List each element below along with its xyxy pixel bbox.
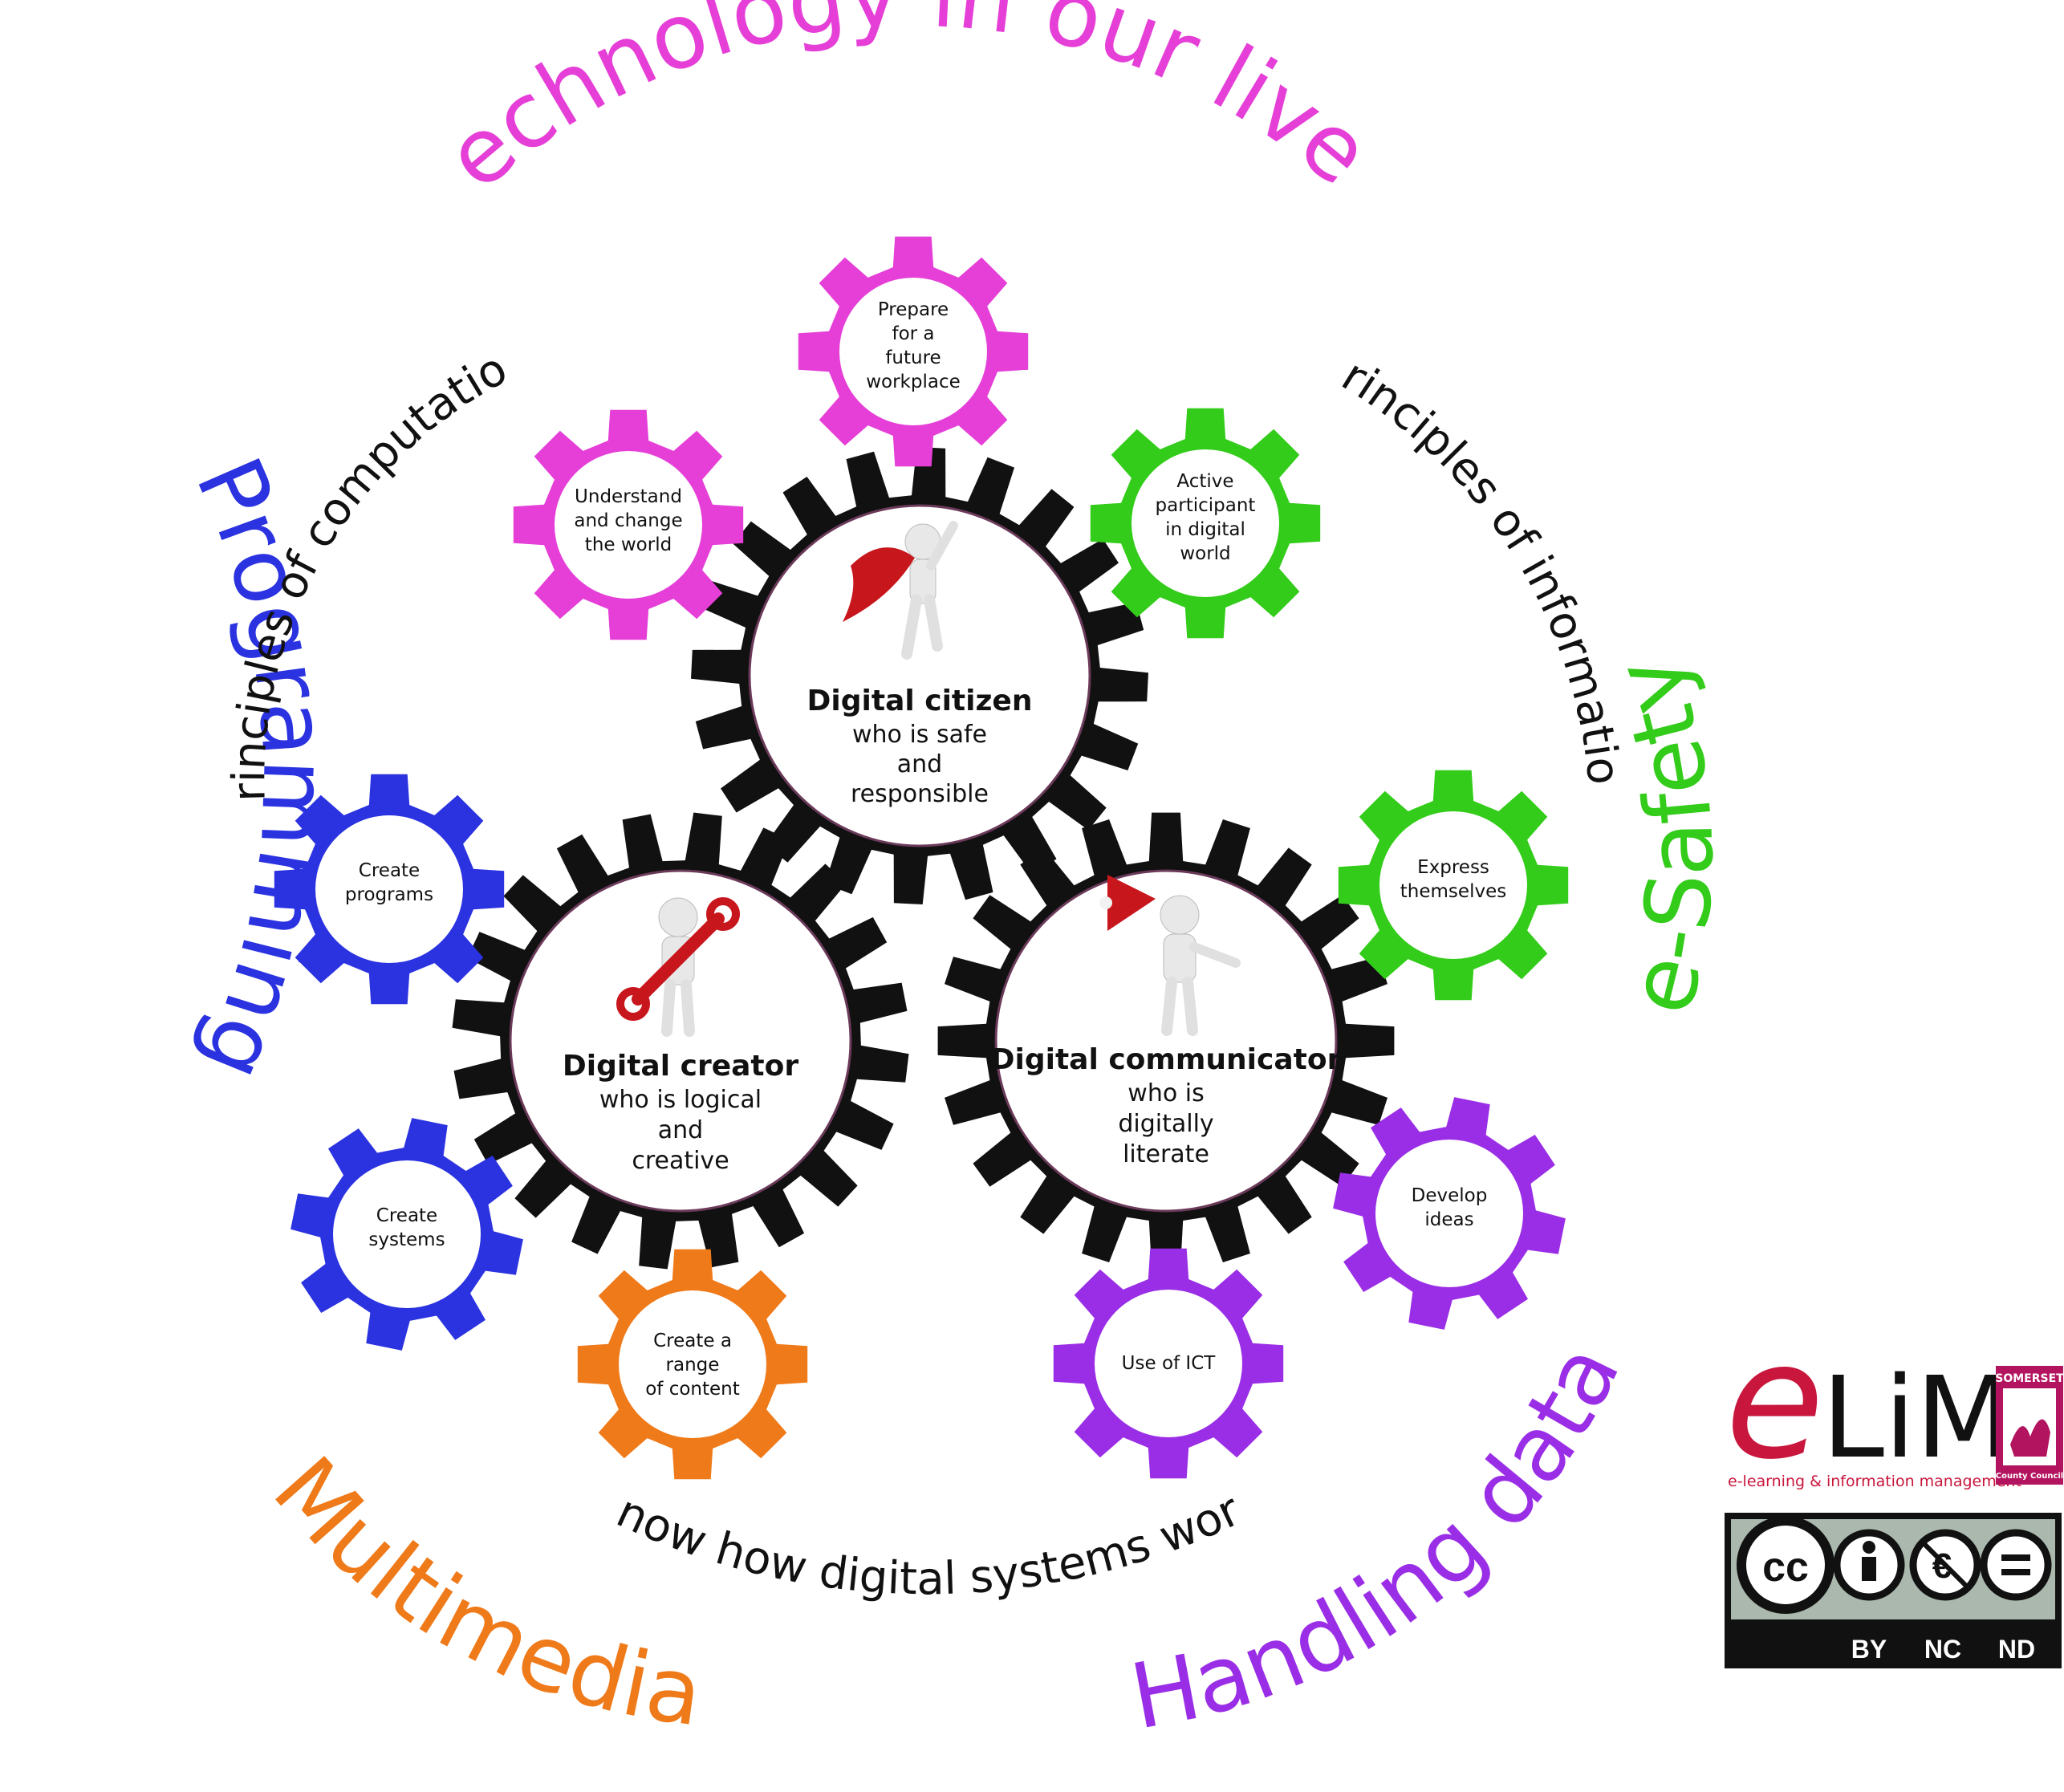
prepare-line-2: for a [892, 323, 934, 344]
central-gear-creator-hub [509, 869, 852, 1213]
heading-multimedia: Multimedia [254, 1438, 709, 1747]
understand-line-3: the world [585, 534, 672, 555]
citizen-line-1: who is safe [852, 721, 987, 749]
elim-logo-tagline: e-learning & information management [1728, 1473, 2021, 1490]
gear-create-systems-hub [333, 1160, 481, 1308]
central-gear-communicator-text: Digital communicator who is digitally li… [991, 1043, 1342, 1168]
somerset-crest: SOMERSET County Council [1995, 1366, 2064, 1485]
gear-use-ict-hub [1095, 1290, 1242, 1437]
active-line-3: in digital [1165, 519, 1245, 540]
cc-label: cc [1762, 1544, 1809, 1591]
central-gear-citizen-text: Digital citizen who is safe and responsi… [807, 685, 1033, 808]
gear-create-systems-text: Create systems [368, 1205, 445, 1250]
communicator-line-2: digitally [1118, 1110, 1213, 1138]
gear-understand [513, 409, 744, 640]
gear-create-content-text: Create a range of content [645, 1331, 740, 1400]
gear-use-ict [1053, 1248, 1284, 1479]
heading-technology: Technology in our lives [0, 0, 1389, 210]
creator-line-3: creative [632, 1147, 729, 1175]
central-gear-communicator-hub [994, 869, 1338, 1213]
express-line-1: Express [1417, 857, 1489, 878]
create-systems-line-2: systems [368, 1229, 445, 1250]
create-content-line-1: Create a [653, 1331, 732, 1351]
cc-icon [1737, 1516, 1834, 1614]
gear-understand-text: Understand and change the world [574, 486, 682, 555]
understand-line-1: Understand [575, 486, 682, 507]
gear-express-hub [1379, 811, 1527, 959]
gear-active-text: Active participant in digital world [1156, 471, 1256, 564]
prepare-line-1: Prepare [878, 299, 949, 320]
gear-develop-text: Develop ideas [1412, 1185, 1488, 1230]
citizen-line-2: and [897, 750, 942, 778]
gear-active [1090, 408, 1321, 639]
gear-develop [1333, 1097, 1566, 1330]
use-ict-line-1: Use of ICT [1122, 1353, 1217, 1374]
gear-create-content-hub [619, 1290, 766, 1438]
gear-express-text: Express themselves [1400, 857, 1506, 902]
gear-create-systems [291, 1118, 523, 1351]
wrench-figure-icon [616, 897, 740, 1037]
communicator-line-3: literate [1123, 1140, 1209, 1168]
elim-logo-name: LiM [1822, 1353, 2013, 1484]
communicator-line-1: who is [1127, 1079, 1204, 1107]
crest-bottom-text: County Council [1996, 1472, 2063, 1481]
gear-active-hub [1132, 449, 1279, 597]
creator-title: Digital creator [563, 1050, 798, 1083]
citizen-title: Digital citizen [807, 685, 1033, 717]
communicator-title: Digital communicator [991, 1043, 1342, 1076]
superhero-figure-icon [843, 521, 958, 660]
gear-express [1338, 770, 1569, 1001]
active-line-4: world [1180, 543, 1230, 564]
prepare-line-4: workplace [866, 372, 961, 392]
megaphone-figure-icon [1099, 875, 1241, 1036]
create-systems-line-1: Create [376, 1205, 437, 1226]
creator-line-1: who is logical [599, 1086, 762, 1114]
creator-line-2: and [658, 1116, 703, 1144]
license-by: BY [1851, 1635, 1887, 1664]
create-content-line-3: of content [645, 1379, 740, 1400]
citizen-line-3: responsible [851, 780, 989, 808]
gear-prepare-text: Prepare for a future workplace [866, 299, 961, 392]
develop-line-1: Develop [1412, 1185, 1488, 1206]
gear-create-programs-text: Create programs [345, 860, 433, 905]
central-gear-citizen [691, 447, 1148, 904]
develop-line-2: ideas [1424, 1209, 1473, 1230]
express-line-2: themselves [1400, 881, 1506, 902]
understand-line-2: and change [574, 510, 682, 531]
license-nd: ND [1998, 1635, 2035, 1664]
gear-understand-hub [555, 451, 702, 599]
prepare-line-3: future [885, 347, 941, 368]
central-gear-citizen-hub [748, 504, 1091, 847]
license-nc: NC [1924, 1635, 1961, 1664]
gear-prepare-hub [839, 278, 987, 425]
elim-logo: e LiM e-learning & information managemen… [1725, 1308, 2021, 1495]
gear-create-programs [274, 774, 505, 1005]
central-gear-creator-text: Digital creator who is logical and creat… [563, 1050, 798, 1175]
elim-logo-letter: e [1725, 1308, 1824, 1495]
crest-top-text: SOMERSET [1995, 1372, 2064, 1385]
gear-use-ict-text: Use of ICT [1122, 1353, 1217, 1374]
create-content-line-2: range [666, 1355, 720, 1375]
active-line-1: Active [1176, 471, 1233, 492]
gear-create-content [577, 1249, 808, 1480]
gear-create-programs-hub [315, 815, 463, 963]
nd-icon [1980, 1529, 2052, 1601]
create-programs-line-2: programs [345, 884, 433, 905]
principles-computation: Principles of computation [0, 0, 516, 803]
active-line-2: participant [1156, 495, 1256, 516]
central-gear-creator [452, 812, 909, 1270]
create-programs-line-1: Create [359, 860, 420, 881]
central-gear-communicator [937, 812, 1395, 1270]
cc-license-badge: cc € BY NC ND [1725, 1513, 2062, 1668]
gear-prepare [798, 236, 1029, 467]
gear-develop-hub [1375, 1140, 1523, 1287]
